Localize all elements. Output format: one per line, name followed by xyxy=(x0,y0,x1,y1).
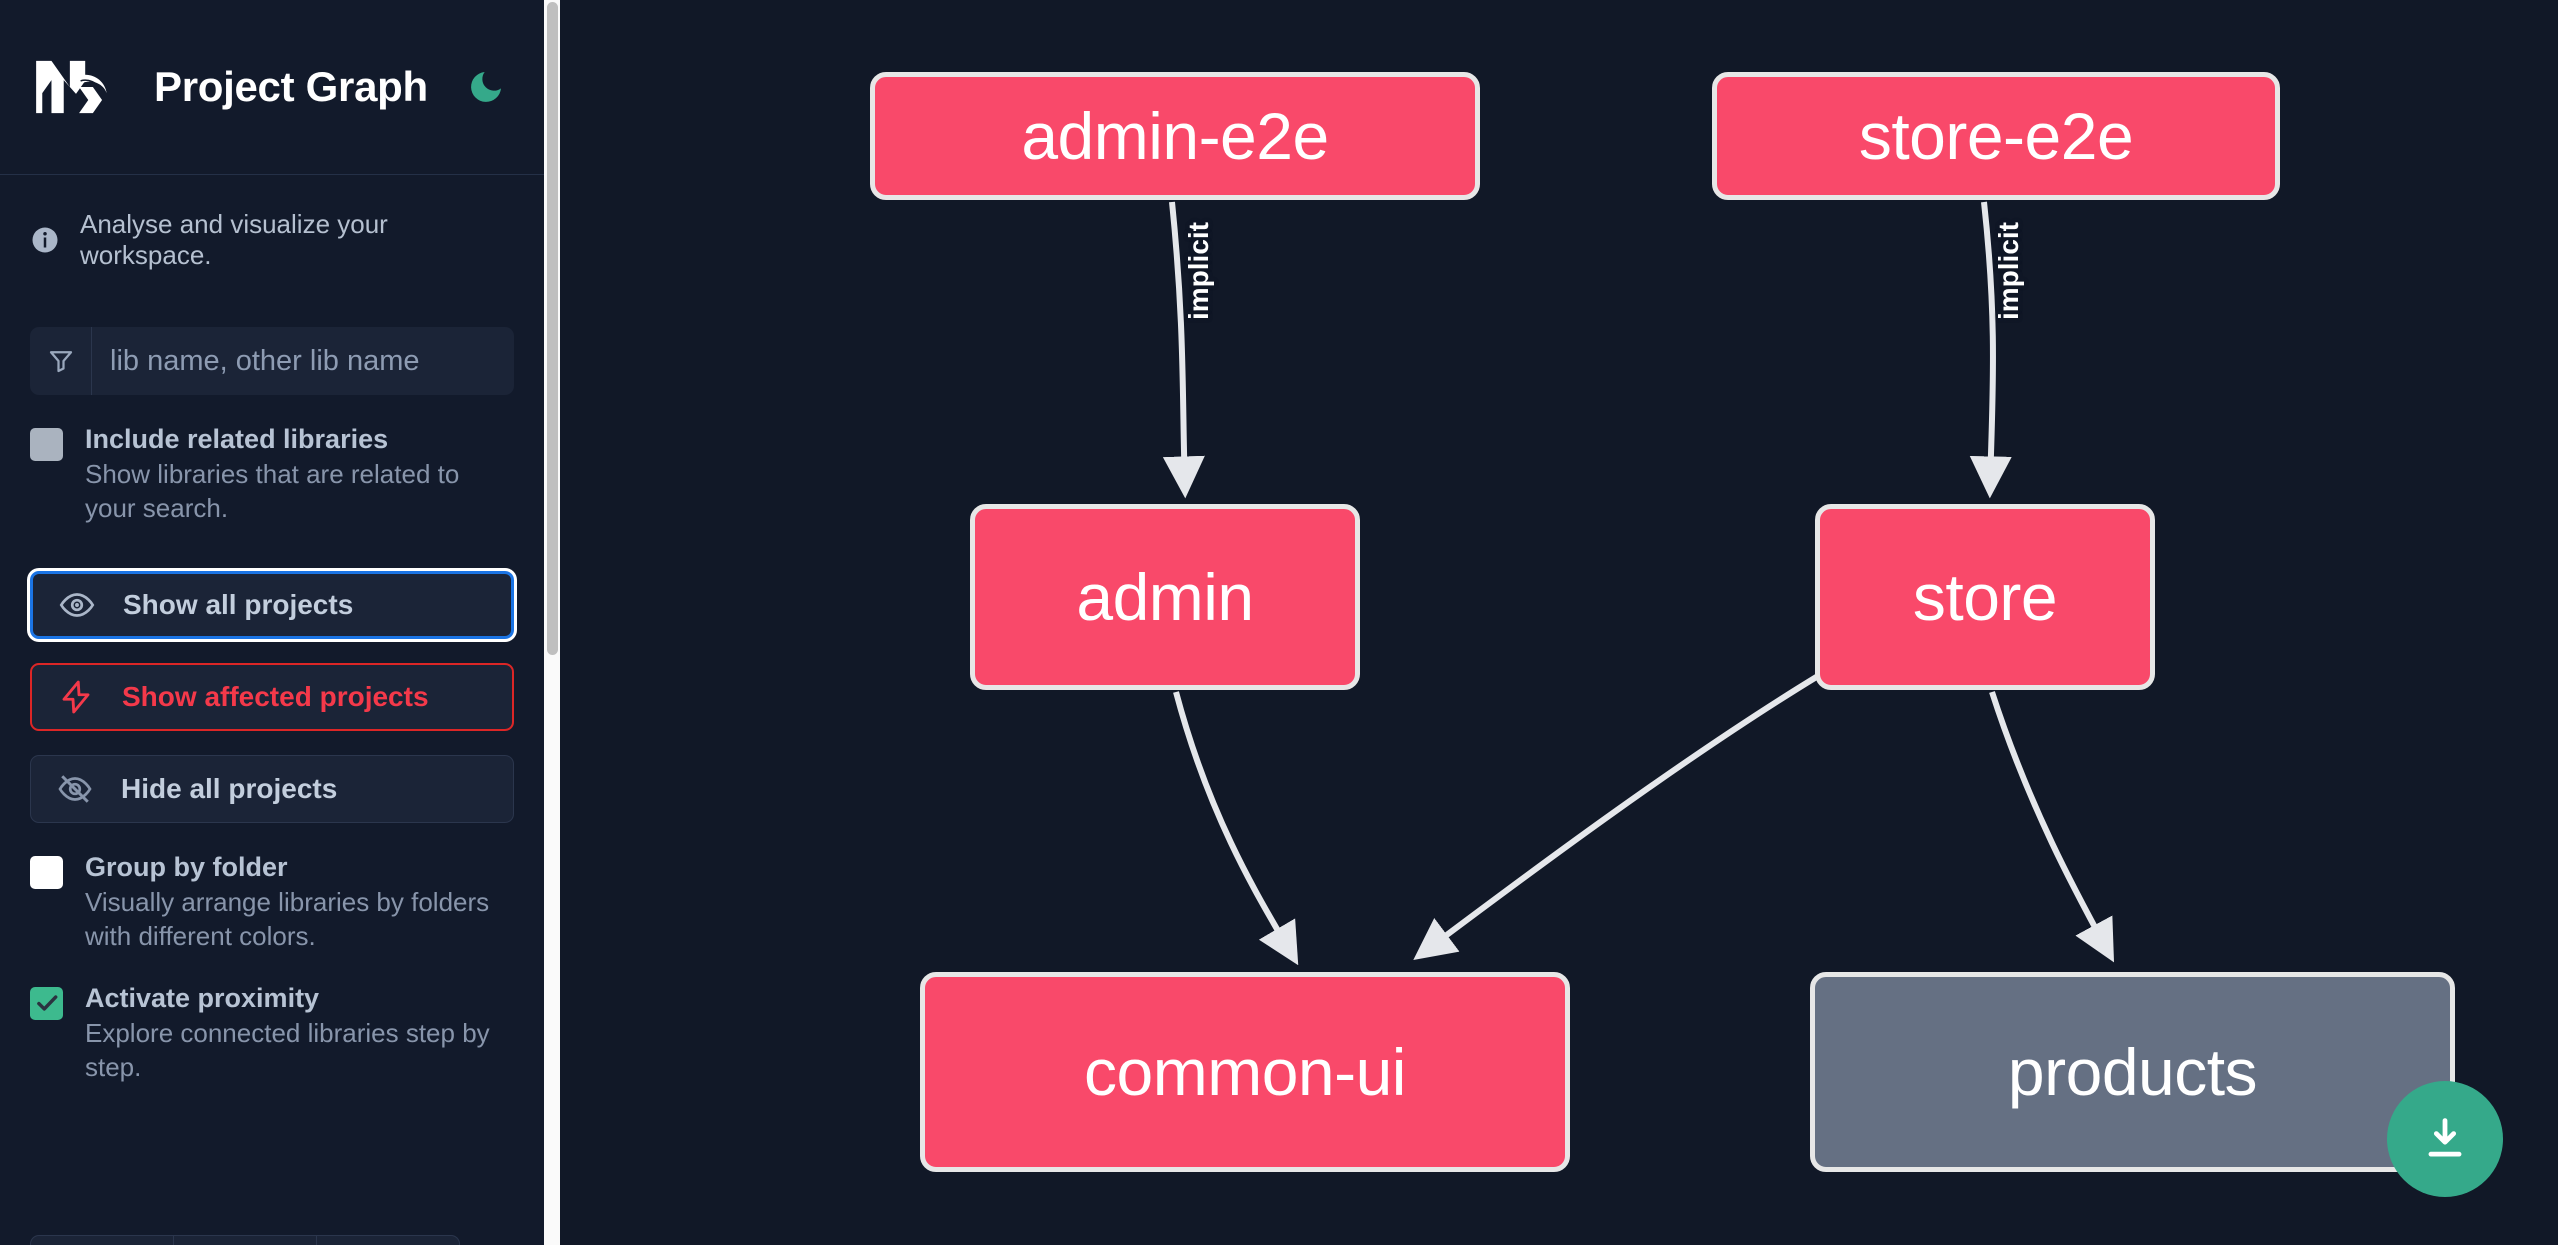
graph-node-admin-e2e[interactable]: admin-e2e xyxy=(870,72,1480,200)
graph-node-admin[interactable]: admin xyxy=(970,504,1360,690)
show-all-projects-label: Show all projects xyxy=(123,589,354,621)
checkbox-row-group-by-folder[interactable]: Group by folder Visually arrange librari… xyxy=(30,851,514,953)
filter-funnel-icon xyxy=(30,327,92,395)
sidebar-scrollbar-thumb[interactable] xyxy=(547,2,558,655)
edge-store-to-products xyxy=(1989,691,2115,963)
graph-node-label: products xyxy=(2007,1035,2258,1109)
visibility-button-group: Show all projects Show affected projects xyxy=(30,571,514,824)
checkbox-desc-activate-proximity: Explore connected libraries step by step… xyxy=(85,1017,490,1082)
graph-node-label: store xyxy=(1912,560,2058,634)
show-affected-projects-label: Show affected projects xyxy=(122,681,429,713)
edge-admin-to-common-ui xyxy=(1173,691,1299,966)
hide-all-projects-button[interactable]: Hide all projects xyxy=(30,755,514,824)
graph-node-store[interactable]: store xyxy=(1815,504,2155,690)
checkbox-group-by-folder[interactable] xyxy=(30,856,63,890)
segment-2[interactable] xyxy=(174,1236,317,1245)
sidebar: Project Graph Analy xyxy=(0,0,560,1245)
graph-node-label: store-e2e xyxy=(1858,99,2134,173)
checkbox-label-group-by-folder: Group by folder xyxy=(85,852,288,883)
edge-admin-e2e-to-admin xyxy=(1162,201,1205,499)
sidebar-scrollbar-track[interactable] xyxy=(544,0,560,1245)
show-affected-projects-button[interactable]: Show affected projects xyxy=(30,663,514,732)
graph-node-label: admin-e2e xyxy=(1021,99,1329,173)
proximity-segmented-control[interactable] xyxy=(30,1235,460,1245)
checkbox-row-activate-proximity[interactable]: Activate proximity Explore connected lib… xyxy=(30,982,514,1084)
graph-node-products[interactable]: products xyxy=(1810,972,2455,1172)
eye-icon xyxy=(59,587,101,623)
graph-node-label: admin xyxy=(1076,560,1254,634)
checkbox-label-include-related-libraries: Include related libraries xyxy=(85,424,389,454)
sidebar-body: Analyse and visualize your workspace. In… xyxy=(0,209,544,1084)
sidebar-header: Project Graph xyxy=(0,0,544,175)
checkbox-activate-proximity[interactable] xyxy=(30,986,63,1020)
search-input[interactable] xyxy=(92,327,514,395)
graph-node-common-ui[interactable]: common-ui xyxy=(920,972,1570,1172)
edge-store-e2e-to-store xyxy=(1969,201,2012,499)
nx-logo-icon xyxy=(30,56,122,118)
segment-3[interactable] xyxy=(317,1236,459,1245)
checkbox-row-include-related-libraries[interactable]: Include related libraries Show libraries… xyxy=(30,423,514,525)
graph-node-store-e2e[interactable]: store-e2e xyxy=(1712,72,2280,200)
download-image-button[interactable] xyxy=(2387,1081,2503,1197)
checkbox-desc-group-by-folder: Visually arrange libraries by folders wi… xyxy=(85,887,490,952)
graph-canvas[interactable]: admin-e2e store-e2e admin store common-u… xyxy=(560,0,2558,1245)
checkbox-label-activate-proximity: Activate proximity xyxy=(85,982,320,1013)
graph-node-label: common-ui xyxy=(1084,1035,1406,1109)
sidebar-scroll-area: Project Graph Analy xyxy=(0,0,544,1245)
info-banner: Analyse and visualize your workspace. xyxy=(30,209,514,271)
search-field[interactable] xyxy=(30,327,514,395)
show-all-projects-button[interactable]: Show all projects xyxy=(30,571,514,640)
checkbox-desc-include-related-libraries: Show libraries that are related to your … xyxy=(85,458,460,524)
graph-edges xyxy=(1162,201,2115,966)
info-icon xyxy=(30,225,60,255)
info-text: Analyse and visualize your workspace. xyxy=(80,209,388,270)
page-title: Project Graph xyxy=(154,63,428,110)
moon-icon[interactable] xyxy=(462,63,510,111)
lightning-bolt-icon xyxy=(58,679,100,715)
eye-off-icon xyxy=(57,771,99,807)
edge-store-to-common-ui xyxy=(1413,673,1820,961)
hide-all-projects-label: Hide all projects xyxy=(121,773,338,805)
download-icon xyxy=(2428,1118,2462,1157)
checkbox-include-related-libraries[interactable] xyxy=(30,428,63,461)
segment-1[interactable] xyxy=(31,1236,174,1245)
